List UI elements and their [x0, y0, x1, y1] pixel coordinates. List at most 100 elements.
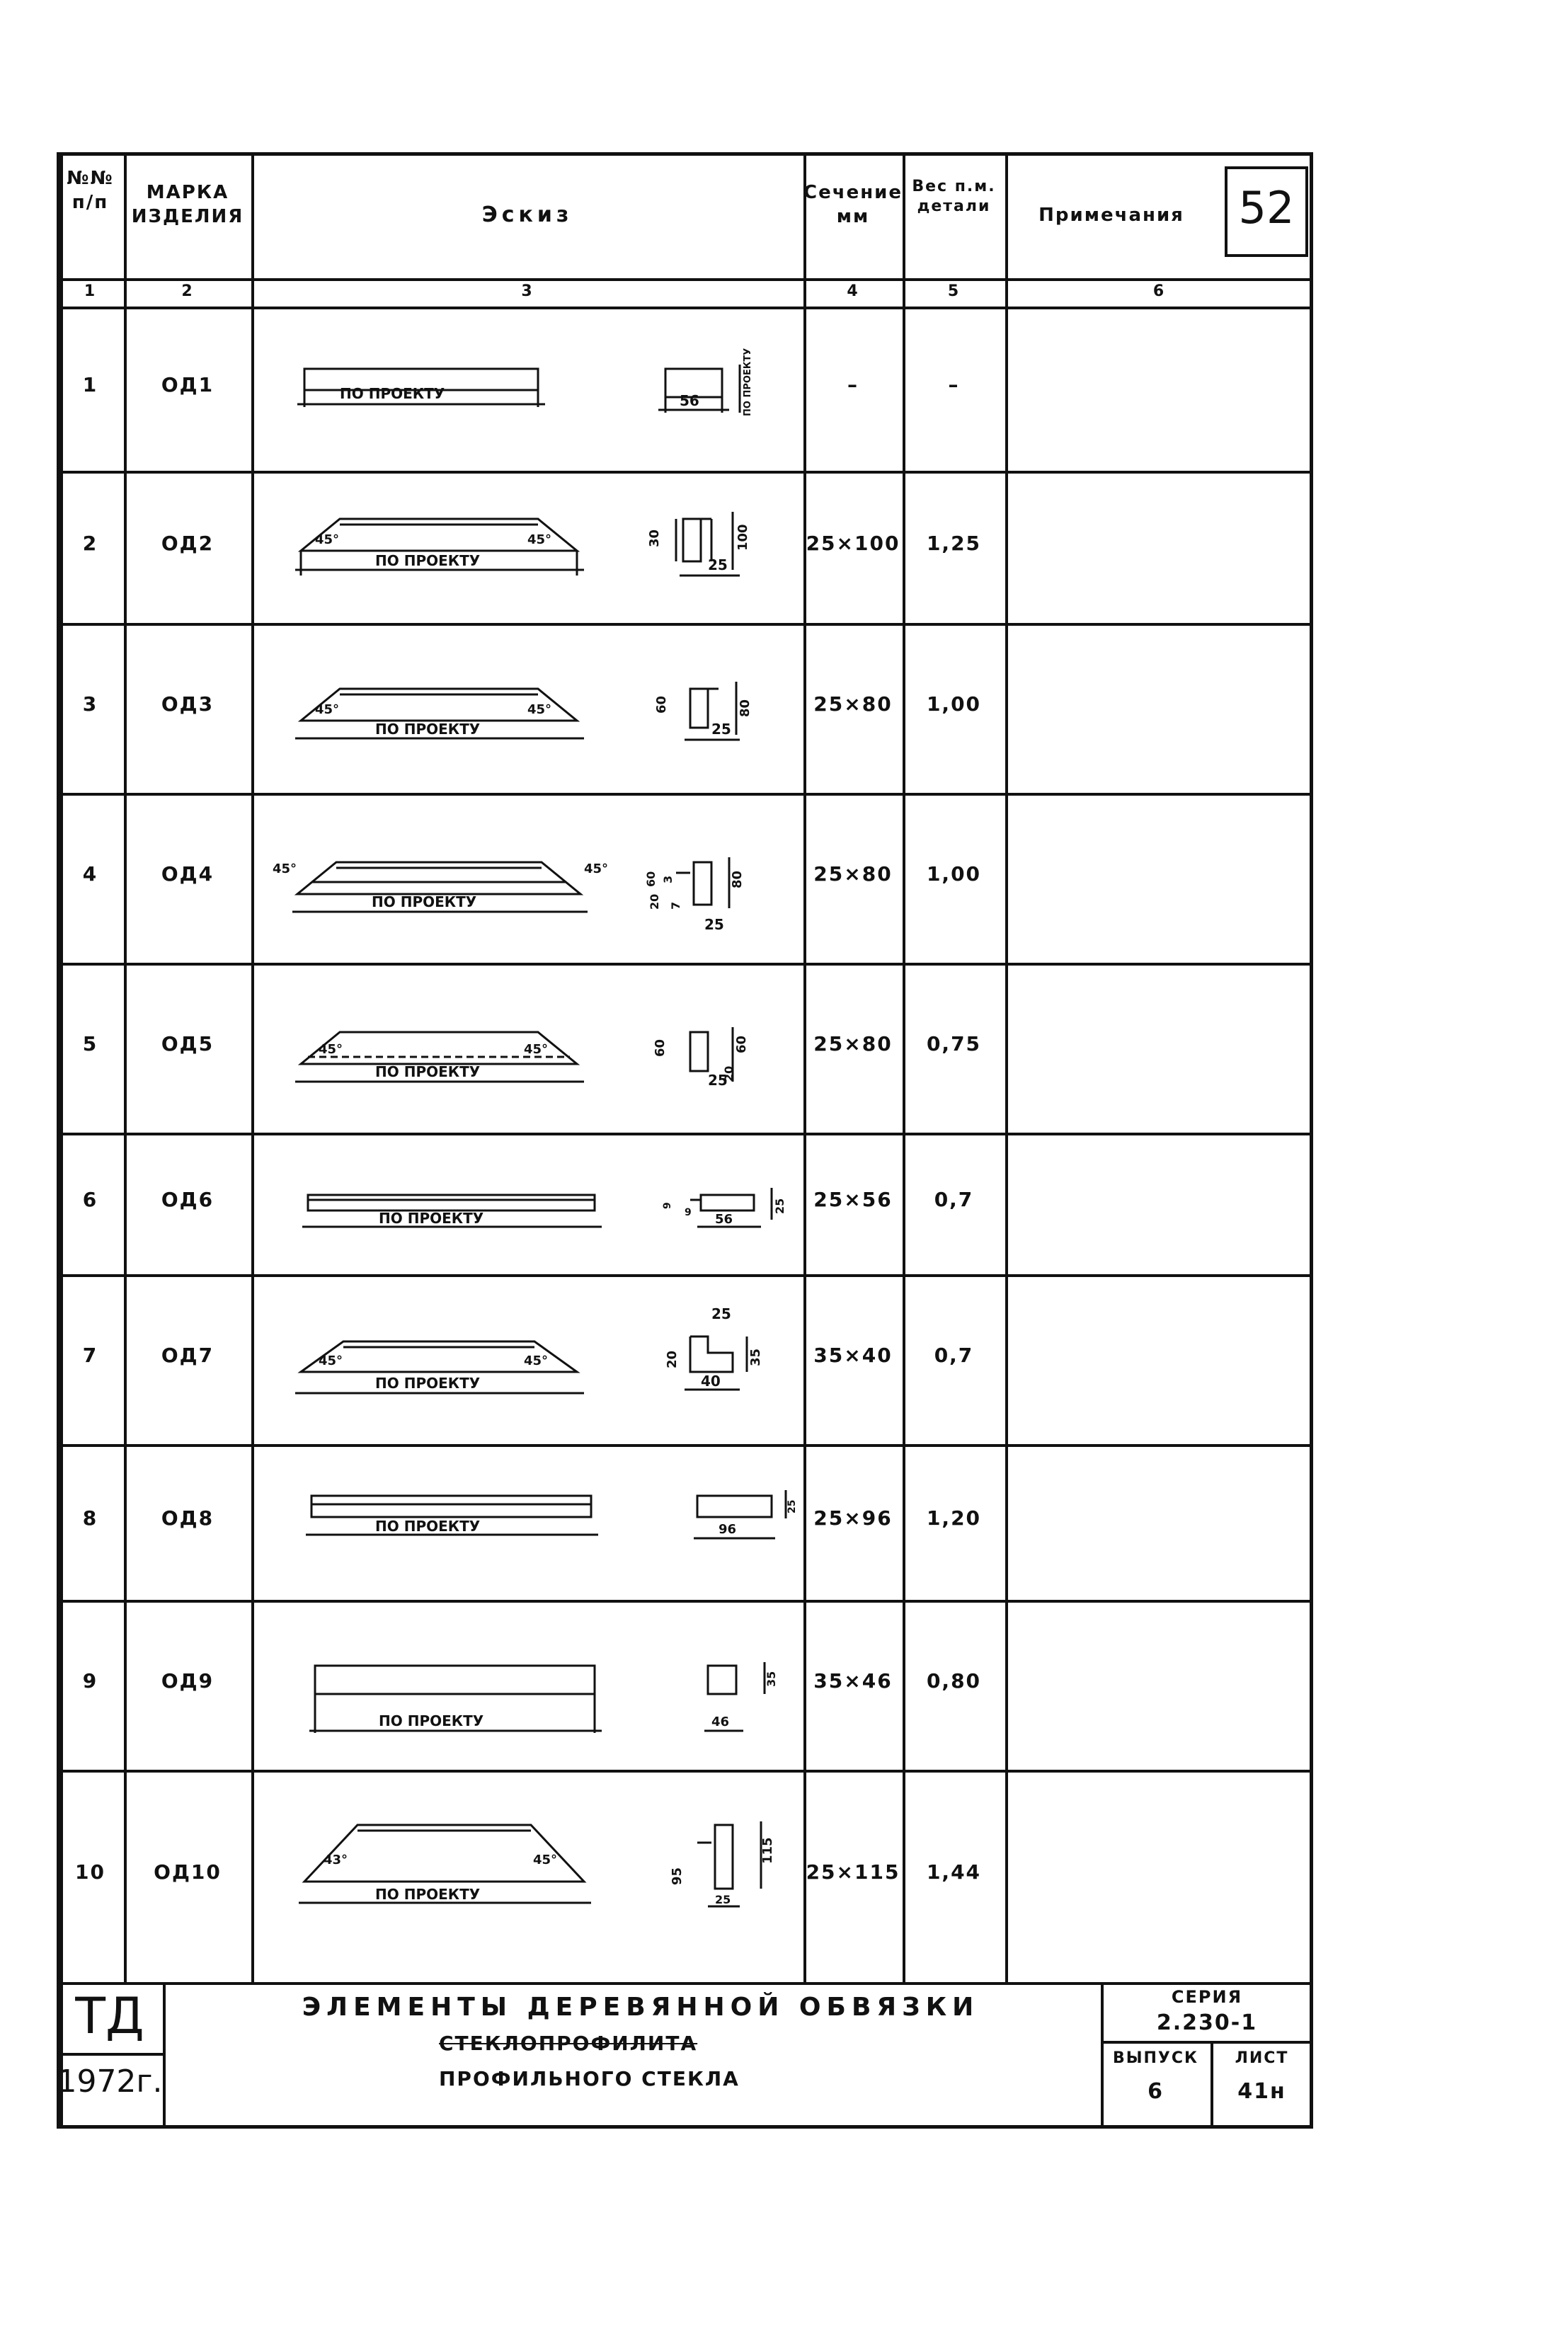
angle-left: 45° — [319, 1353, 343, 1368]
row-number: 10 — [75, 1860, 105, 1884]
row-section: 25×56 — [813, 1188, 893, 1211]
angle-left: 45° — [315, 532, 339, 547]
tb-divider-issue-sheet — [1211, 2041, 1213, 2129]
angle-right: 45° — [527, 702, 551, 717]
row-number: 6 — [82, 1188, 98, 1211]
row-mark: ОД4 — [161, 862, 214, 886]
row-section: 25×100 — [806, 531, 900, 555]
length-label: ПО ПРОЕКТУ — [372, 893, 476, 910]
row-line-4 — [57, 963, 1313, 966]
dim-h: 25 — [773, 1198, 786, 1214]
dim-a: 30 — [647, 530, 662, 547]
sketch-od8: ПО ПРОЕКТУ 96 25 — [306, 1490, 798, 1540]
dim-w: 25 — [708, 556, 728, 573]
col-number-3: 3 — [521, 282, 534, 300]
dim-w: 96 — [719, 1522, 736, 1537]
dim-b: 115 — [760, 1837, 775, 1864]
row-weight: 0,75 — [926, 1032, 982, 1055]
row-weight: 1,25 — [926, 531, 982, 555]
row-section: – — [847, 373, 859, 396]
sketch-od1: ПО ПРОЕКТУ 56 ПО ПРОЕКТУ — [297, 348, 753, 416]
tb-series-value: 2.230-1 — [1156, 2010, 1258, 2035]
length-label: ПО ПРОЕКТУ — [340, 385, 445, 402]
row-number: 4 — [82, 862, 98, 886]
col-number-4: 4 — [847, 282, 859, 300]
dim-height-label: ПО ПРОЕКТУ — [743, 348, 753, 416]
tb-title-line3: профильного стекла — [439, 2067, 740, 2090]
header-col3: Эскиз — [481, 202, 573, 227]
row-number: 2 — [82, 531, 98, 555]
row-weight: 0,7 — [934, 1188, 974, 1211]
dim-a: 9 — [662, 1202, 673, 1209]
tb-sheet-label: Лист — [1235, 2049, 1289, 2067]
row-weight: 0,80 — [926, 1669, 982, 1693]
dim-b: 3 — [661, 876, 675, 883]
angle-right: 45° — [524, 1353, 548, 1368]
dim-e: 80 — [730, 871, 745, 888]
tb-divider-series-issue — [1101, 2041, 1313, 2044]
row-mark: ОД5 — [161, 1032, 214, 1055]
angle-right: 45° — [584, 862, 608, 876]
row-mark: ОД2 — [161, 531, 214, 555]
dim-d: 7 — [669, 902, 682, 910]
dim-a: 60 — [654, 696, 669, 714]
length-label: ПО ПРОЕКТУ — [375, 1886, 480, 1903]
drawing-sheet: №№ п/п МАРКА ИЗДЕЛИЯ Эскиз Сечение мм Ве… — [57, 152, 1313, 2129]
row-line-8 — [57, 1600, 1313, 1603]
row-section: 35×40 — [813, 1344, 893, 1367]
row-mark: ОД7 — [161, 1344, 214, 1367]
row-mark: ОД3 — [161, 692, 214, 716]
header-col4: Сечение мм — [803, 182, 903, 227]
length-label: ПО ПРОЕКТУ — [379, 1712, 483, 1729]
row-number: 1 — [82, 373, 98, 396]
row-number: 9 — [82, 1669, 98, 1693]
dim-w: 46 — [711, 1715, 729, 1729]
dim-w: 40 — [701, 1373, 721, 1390]
header-col2: МАРКА ИЗДЕЛИЯ — [131, 182, 244, 227]
row-weight: 1,44 — [926, 1860, 982, 1884]
tb-year: 1972г. — [57, 2064, 163, 2100]
row-weight: 1,20 — [926, 1506, 982, 1530]
dim-b: 9 — [685, 1207, 692, 1218]
dim-a: 60 — [653, 1039, 668, 1057]
dim-w: 25 — [704, 916, 724, 933]
angle-right: 45° — [533, 1853, 557, 1867]
length-label: ПО ПРОЕКТУ — [375, 1063, 480, 1080]
dim-b: 60 — [734, 1036, 749, 1053]
row-line-7 — [57, 1444, 1313, 1447]
sketch-od4: 45° 45° ПО ПРОЕКТУ 60 3 20 7 80 25 — [273, 857, 745, 933]
sketch-od6: ПО ПРОЕКТУ 9 9 56 25 — [302, 1188, 786, 1228]
dim-w: 25 — [708, 1072, 728, 1089]
row-section: 25×80 — [813, 1032, 893, 1055]
tb-title-struck: стеклопрофилита — [439, 2032, 698, 2055]
col-number-2: 2 — [181, 282, 194, 300]
tb-divider-logo-year — [57, 2053, 163, 2056]
length-label: ПО ПРОЕКТУ — [375, 552, 480, 569]
row-line-1 — [57, 471, 1313, 474]
row-weight: – — [948, 373, 960, 396]
sketch-od5: 45° 45° ПО ПРОЕКТУ 60 60 20 25 — [295, 1027, 749, 1089]
dim-h: 35 — [765, 1671, 778, 1687]
sketch-od10: 43° 45° ПО ПРОЕКТУ 95 115 25 — [299, 1821, 775, 1908]
dim-b: 100 — [736, 524, 750, 551]
page-number: 52 — [1238, 182, 1295, 234]
sketch-od3: 45° 45° ПО ПРОЕКТУ 60 80 25 — [295, 682, 752, 741]
tb-divider-logo — [163, 1982, 166, 2129]
row-line-9 — [57, 1770, 1313, 1773]
col-numbers-bottom-line — [57, 307, 1313, 309]
dim-h: 25 — [786, 1500, 798, 1513]
row-mark: ОД8 — [161, 1506, 214, 1530]
angle-left: 45° — [315, 702, 339, 717]
row-section: 25×96 — [813, 1506, 893, 1530]
row-mark: ОД1 — [161, 373, 214, 396]
dim-a: 95 — [670, 1867, 685, 1885]
header-col5: Вес п.м. детали — [912, 178, 996, 215]
tb-logo: ТД — [75, 1987, 144, 2045]
length-label: ПО ПРОЕКТУ — [379, 1210, 483, 1227]
header-col1: №№ п/п — [67, 168, 114, 213]
row-section: 25×80 — [813, 692, 893, 716]
col-divider-3 — [803, 152, 806, 1982]
col-number-5: 5 — [947, 282, 961, 300]
row-number: 5 — [82, 1032, 98, 1055]
col-divider-4 — [903, 152, 905, 1982]
